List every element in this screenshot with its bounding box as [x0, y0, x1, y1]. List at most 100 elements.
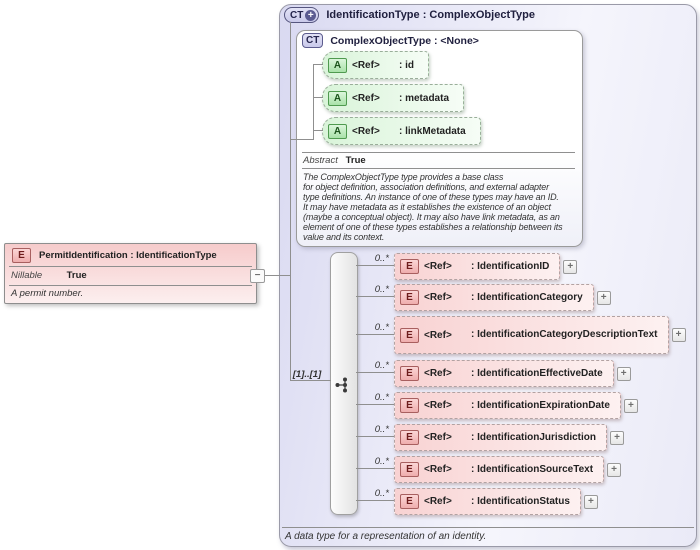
- connector-line: [356, 372, 394, 373]
- element-name: : IdentificationJurisdiction: [471, 432, 597, 443]
- expand-toggle[interactable]: +: [607, 462, 622, 477]
- connector-line: [356, 265, 394, 266]
- element-box-identificationcategory[interactable]: E <Ref> : IdentificationCategory: [394, 284, 594, 311]
- separator: [9, 266, 252, 267]
- attribute-badge: A: [328, 57, 347, 73]
- element-name: : IdentificationSourceText: [471, 464, 594, 475]
- element-badge: E: [400, 366, 419, 381]
- element-box-identificationexpirationdate[interactable]: E <Ref> : IdentificationExpirationDate: [394, 392, 621, 419]
- element-name: : IdentificationCategoryDescriptionText: [471, 329, 658, 340]
- abstract-property-row: Abstract True: [303, 155, 366, 166]
- element-row-identificationsourcetext: E <Ref> : IdentificationSourceText +: [394, 456, 622, 483]
- element-title-row: E PermitIdentification : IdentificationT…: [12, 248, 217, 263]
- connector-line: [356, 468, 394, 469]
- nillable-property-value: True: [66, 270, 87, 281]
- expand-toggle[interactable]: +: [563, 259, 578, 274]
- expand-icon[interactable]: +: [305, 9, 317, 21]
- element-badge: E: [400, 462, 419, 477]
- sequence-group-bar[interactable]: [330, 252, 358, 515]
- element-box-identificationid[interactable]: E <Ref> : IdentificationID: [394, 253, 561, 280]
- separator: [9, 285, 252, 286]
- attribute-badge: A: [328, 123, 347, 139]
- element-badge: E: [400, 398, 419, 413]
- connector-line: [313, 130, 323, 131]
- abstract-property-label: Abstract: [303, 155, 338, 166]
- cardinality-label: 0..*: [374, 456, 389, 467]
- panel-annotation: A data type for a representation of an i…: [285, 531, 487, 542]
- expand-toggle[interactable]: +: [623, 398, 638, 413]
- element-name: : IdentificationExpirationDate: [471, 400, 610, 411]
- cardinality-label: 0..*: [374, 488, 389, 499]
- element-ref-label: <Ref>: [424, 464, 452, 475]
- element-ref-label: <Ref>: [424, 329, 452, 341]
- connector-line: [313, 64, 314, 140]
- base-type-header: CT ComplexObjectType : <None>: [302, 33, 479, 48]
- sequence-cardinality: [1]..[1]: [292, 369, 322, 380]
- connector-line: [356, 436, 394, 437]
- cardinality-label: 0..*: [374, 392, 389, 403]
- element-badge: E: [400, 430, 419, 445]
- element-ref-label: <Ref>: [424, 400, 452, 411]
- base-type-badge[interactable]: CT: [302, 33, 324, 48]
- cardinality-label: 0..*: [374, 253, 389, 264]
- element-badge: E: [400, 494, 419, 509]
- abstract-property-value: True: [345, 155, 366, 166]
- attribute-badge: A: [328, 90, 347, 106]
- element-name: : IdentificationEffectiveDate: [471, 368, 603, 379]
- connector-line: [313, 97, 323, 98]
- panel-title: IdentificationType : ComplexObjectType: [326, 9, 535, 21]
- element-name: : IdentificationStatus: [471, 496, 570, 507]
- element-row-identificationeffectivedate: E <Ref> : IdentificationEffectiveDate +: [394, 360, 631, 387]
- element-box-permitidentification[interactable]: E PermitIdentification : IdentificationT…: [4, 243, 257, 304]
- element-row-identificationstatus: E <Ref> : IdentificationStatus +: [394, 488, 598, 515]
- element-box-identificationsourcetext[interactable]: E <Ref> : IdentificationSourceText: [394, 456, 605, 483]
- connector-line: [356, 334, 394, 335]
- element-box-identificationcategorydescriptiontext[interactable]: E <Ref> : IdentificationCategoryDescript…: [394, 316, 669, 354]
- connector-line: [356, 296, 394, 297]
- element-row-identificationcategorydescriptiontext: E <Ref> : IdentificationCategoryDescript…: [394, 316, 686, 354]
- complex-type-badge[interactable]: CT +: [284, 7, 320, 23]
- attribute-capsule-id[interactable]: A <Ref> : id: [322, 51, 429, 79]
- panel-annotation-separator: [282, 527, 694, 528]
- expand-toggle[interactable]: +: [616, 366, 631, 381]
- cardinality-label: 0..*: [374, 322, 389, 333]
- element-title: PermitIdentification : IdentificationTyp…: [39, 250, 217, 261]
- attribute-name: : linkMetadata: [399, 125, 466, 137]
- element-row-identificationjurisdiction: E <Ref> : IdentificationJurisdiction +: [394, 424, 625, 451]
- element-row-identificationexpirationdate: E <Ref> : IdentificationExpirationDate +: [394, 392, 638, 419]
- element-badge: E: [400, 290, 419, 305]
- expand-toggle[interactable]: +: [596, 290, 611, 305]
- element-box-identificationjurisdiction[interactable]: E <Ref> : IdentificationJurisdiction: [394, 424, 608, 451]
- attribute-ref-label: <Ref>: [352, 125, 380, 137]
- element-ref-label: <Ref>: [424, 292, 452, 303]
- collapse-toggle[interactable]: −: [250, 269, 265, 283]
- element-annotation: A permit number.: [11, 288, 84, 299]
- connector-line: [356, 404, 394, 405]
- expand-toggle[interactable]: +: [610, 430, 625, 445]
- expand-toggle[interactable]: +: [583, 494, 598, 509]
- nillable-property-row: Nillable True: [11, 270, 87, 281]
- expand-toggle[interactable]: +: [671, 328, 686, 342]
- element-box-identificationstatus[interactable]: E <Ref> : IdentificationStatus: [394, 488, 581, 515]
- attribute-ref-label: <Ref>: [352, 59, 380, 71]
- element-ref-label: <Ref>: [424, 261, 452, 272]
- attribute-capsule-linkmetadata[interactable]: A <Ref> : linkMetadata: [322, 117, 481, 145]
- connector-line: [290, 139, 314, 140]
- element-row-identificationid: E <Ref> : IdentificationID +: [394, 253, 578, 280]
- sequence-icon: [335, 377, 347, 393]
- element-badge: E: [400, 327, 419, 343]
- separator: [302, 152, 575, 153]
- element-row-identificationcategory: E <Ref> : IdentificationCategory +: [394, 284, 611, 311]
- element-badge: E: [400, 259, 419, 274]
- attribute-name: : metadata: [399, 92, 450, 104]
- cardinality-label: 0..*: [374, 284, 389, 295]
- attribute-capsule-metadata[interactable]: A <Ref> : metadata: [322, 84, 465, 112]
- connector-line: [290, 380, 331, 381]
- element-box-identificationeffectivedate[interactable]: E <Ref> : IdentificationEffectiveDate: [394, 360, 614, 387]
- element-name: : IdentificationID: [471, 261, 550, 272]
- element-ref-label: <Ref>: [424, 496, 452, 507]
- element-badge: E: [12, 248, 31, 263]
- base-type-documentation: The ComplexObjectType type provides a ba…: [303, 172, 563, 242]
- element-ref-label: <Ref>: [424, 368, 452, 379]
